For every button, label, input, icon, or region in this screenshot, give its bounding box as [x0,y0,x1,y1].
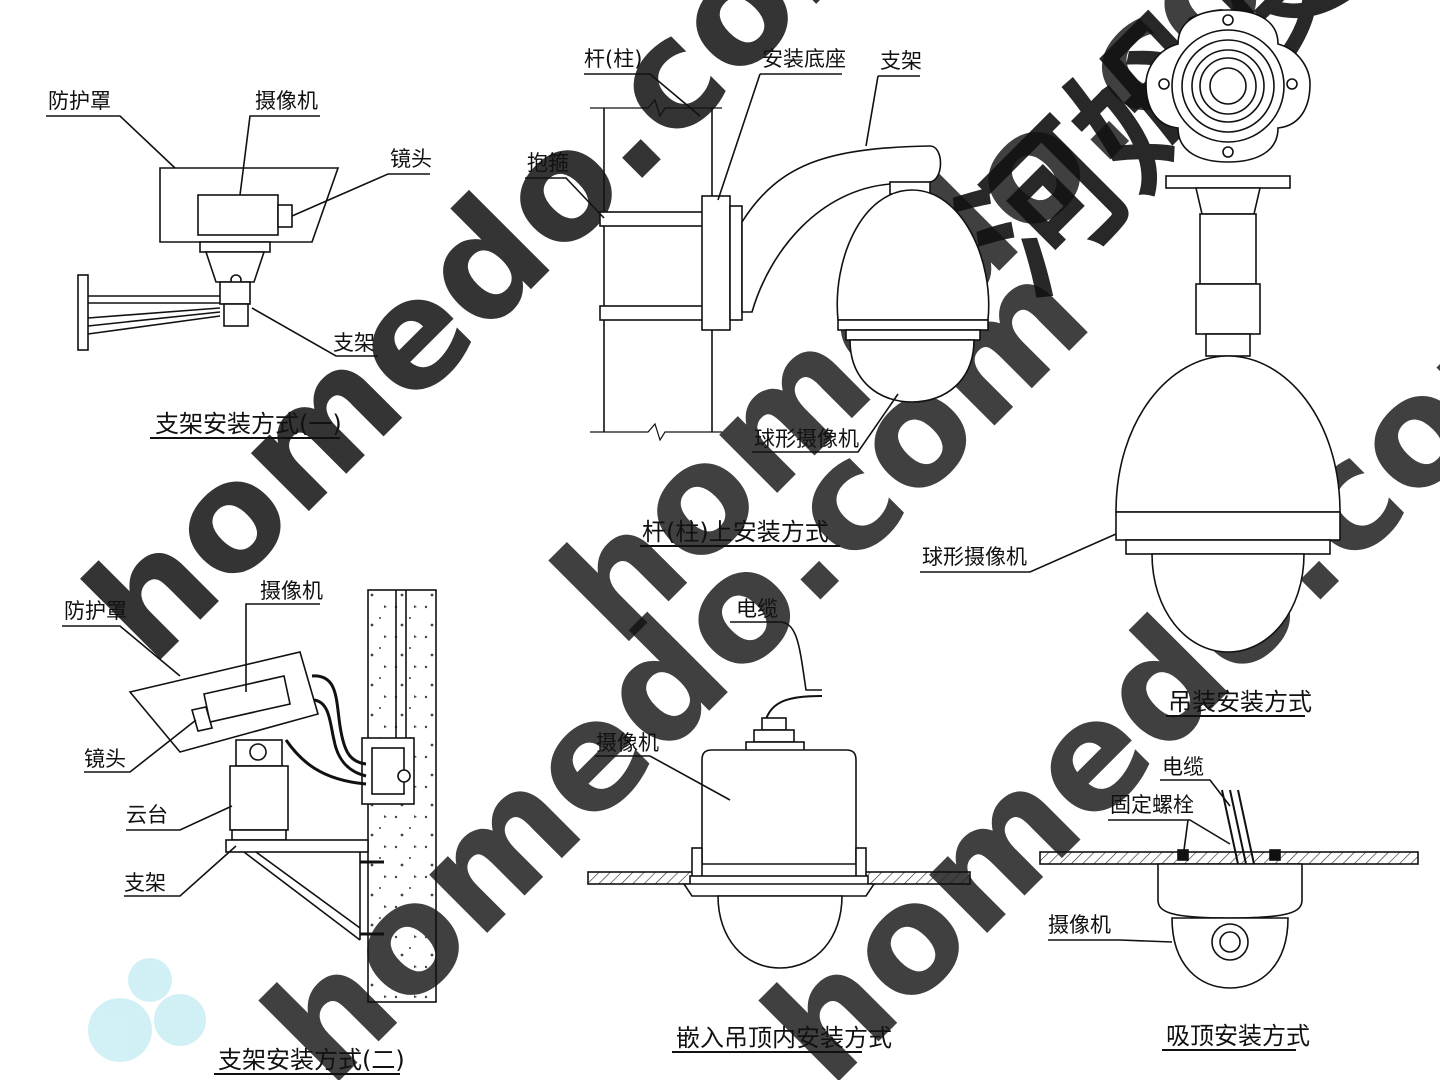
panel-pendant-mount-labels: 球形摄像机 吊装安装方式 [922,545,1312,716]
label-mount-base: 安装底座 [762,47,846,71]
panel-pole-mount [525,73,990,547]
label-housing: 防护罩 [48,89,111,113]
pendant-dome-housing [1115,355,1341,513]
panel-pole-mount-labels: 杆(柱) 安装底座 支架 抱箍 球形摄像机 杆(柱)上安装方式 [527,47,922,546]
lens-tilted [190,706,214,732]
label-hoop: 抱箍 [527,151,569,175]
panel-bracket-mount-1-labels: 防护罩 摄像机 镜头 支架 支架安装方式(一) [48,89,432,438]
label-camera-2: 摄像机 [260,579,323,603]
panel-embedded-mount [587,621,971,1053]
flange-plan-view [1145,9,1311,163]
ceiling-slab-right [859,871,971,885]
pendant-lens-cover [1151,553,1305,653]
label-fixing-bolt: 固定螺栓 [1110,793,1194,817]
label-bracket: 支架 [333,331,375,355]
caption-bracket-mount-2: 支架安装方式(二) [218,1046,405,1074]
panel-bracket-mount-2 [62,589,437,1075]
panel-ceiling-mount-labels: 电缆 固定螺栓 摄像机 吸顶安装方式 [1048,755,1310,1050]
ceiling-slab [1039,851,1419,865]
caption-embedded-mount: 嵌入吊顶内安装方式 [676,1024,892,1052]
label-cable: 电缆 [736,597,778,621]
caption-pendant-mount: 吊装安装方式 [1168,688,1312,716]
ceiling-camera-lens [1211,923,1249,961]
embedded-lens-cover [717,895,843,969]
panel-pendant-mount [920,9,1341,717]
label-pole: 杆(柱) [584,47,642,71]
ceiling-camera-base [1157,863,1303,919]
label-ceiling-camera: 摄像机 [1048,913,1111,937]
label-camera: 摄像机 [255,89,318,113]
label-support: 支架 [880,49,922,73]
label-ceiling-cable: 电缆 [1162,755,1204,779]
watermark-logo-icon [88,958,206,1062]
lens-shape [277,204,293,228]
support-arm [741,145,942,313]
dome-lens-cover [849,339,975,403]
caption-ceiling-mount: 吸顶安装方式 [1166,1022,1310,1050]
embedded-camera-body [701,749,857,865]
camera-body [197,194,279,236]
label-lens: 镜头 [390,147,432,171]
panel-embedded-mount-labels: 电缆 摄像机 嵌入吊顶内安装方式 [596,597,892,1052]
panel-bracket-mount-2-labels: 防护罩 摄像机 镜头 云台 支架 支架安装方式(二) [64,579,405,1074]
panel-ceiling-mount [1039,779,1419,1051]
ceiling-slab-left [587,871,695,885]
label-bracket-2: 支架 [124,871,166,895]
mount-base [701,195,731,331]
ptz-unit [229,765,289,831]
caption-pole-mount: 杆(柱)上安装方式 [642,518,829,546]
label-embedded-camera: 摄像机 [596,731,659,755]
caption-bracket-mount-1: 支架安装方式(一) [155,410,342,438]
label-pendant-dome: 球形摄像机 [922,545,1027,569]
label-ptz: 云台 [126,803,168,827]
label-dome-camera: 球形摄像机 [754,427,859,451]
label-housing-2: 防护罩 [64,599,127,623]
panel-bracket-mount-1 [46,115,430,439]
dome-housing [836,189,990,321]
label-lens-2: 镜头 [84,747,126,771]
